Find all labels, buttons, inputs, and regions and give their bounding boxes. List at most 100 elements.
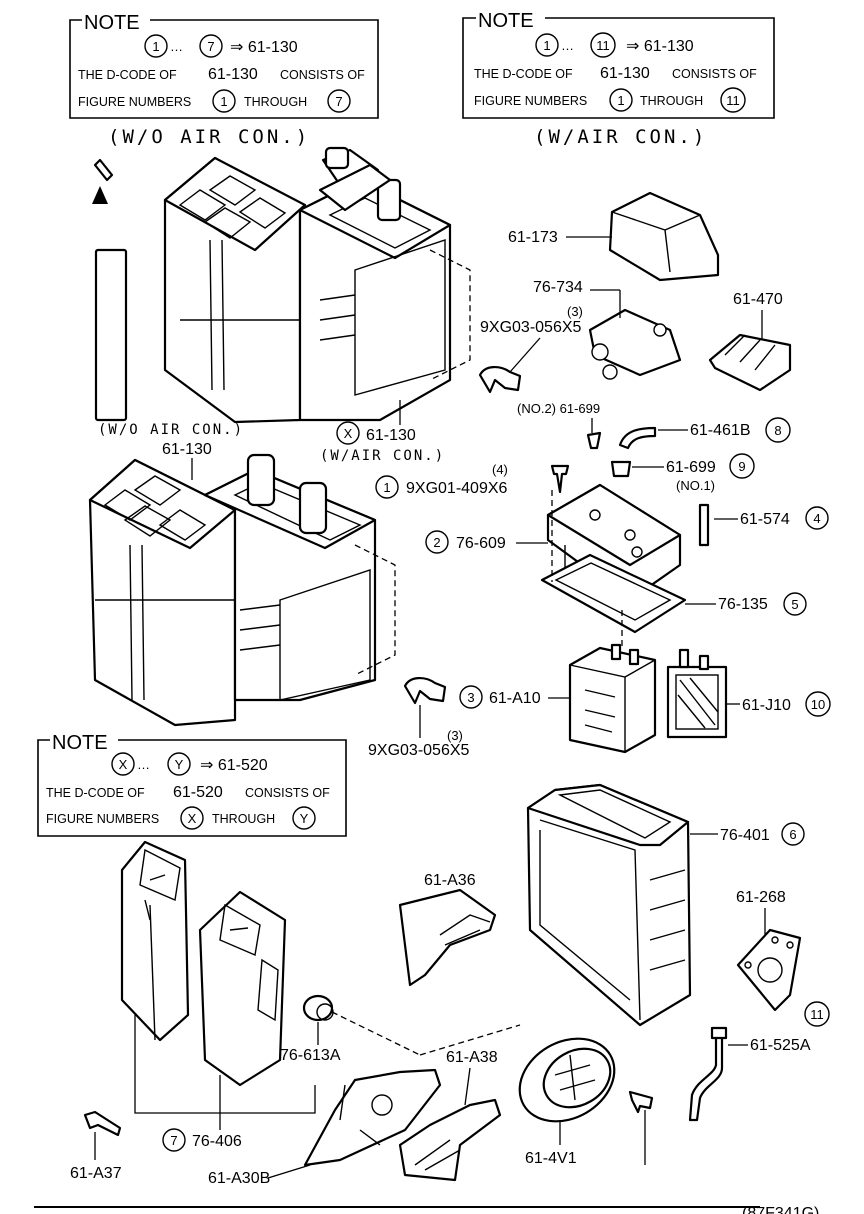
- label-61-a36: 61-A36: [424, 872, 476, 889]
- clip-top: [478, 366, 522, 394]
- note-line2-to: 11: [726, 93, 740, 108]
- figure-code: (87F341G): [742, 1205, 819, 1214]
- note-range-to: 11: [596, 38, 610, 53]
- note-line1-code: 61-130: [208, 66, 258, 83]
- actuator-76-613a: 76-613A: [280, 994, 521, 1064]
- note-line2-mid: THROUGH: [640, 94, 703, 108]
- duct-left: [120, 840, 190, 1042]
- note-line1-a: THE D-CODE OF: [474, 67, 573, 81]
- label-61-130: 61-130: [366, 427, 416, 444]
- note-title: NOTE: [84, 12, 140, 34]
- label-61-a37: 61-A30B: [208, 1170, 270, 1187]
- label-9xg03-mid: 9XG03-056X5: [368, 742, 470, 759]
- evaporator-61-a10: 3 61-A10: [459, 643, 657, 754]
- marker-x: X: [344, 426, 353, 441]
- note-line1-b: CONSISTS OF: [280, 68, 365, 82]
- duct-right: [198, 890, 287, 1087]
- note-line2-to: Y: [300, 811, 309, 826]
- note-arrow-target: ⇒ 61-130: [230, 39, 298, 56]
- bracket-61-470: 61-470: [708, 291, 792, 392]
- caption-w-air-con: (W/AIR CON.): [534, 126, 707, 148]
- callout-76-406: 7 76-406: [162, 1128, 242, 1152]
- callout-61-699-no2: (NO.2) 61-699: [517, 401, 602, 450]
- caption-wo-air-con: (W/O AIR CON.): [108, 126, 310, 148]
- caption-wo-air-con-mid: (W/O AIR CON.): [98, 422, 244, 438]
- label-76-609: 76-609: [456, 535, 506, 552]
- note-line1-a: THE D-CODE OF: [78, 68, 177, 82]
- note-line1-code: 61-520: [173, 784, 223, 801]
- marker-4: 4: [813, 511, 820, 526]
- note-title: NOTE: [478, 10, 534, 32]
- hose-61-461b: 61-461B 8: [618, 417, 791, 450]
- marker-2: 2: [433, 535, 440, 550]
- label-61-699-no1: 61-699: [666, 459, 716, 476]
- arrow-up-icon: [92, 186, 108, 204]
- marker-6: 6: [789, 827, 796, 842]
- label-76-135: 76-135: [718, 596, 768, 613]
- note-line2-a: FIGURE NUMBERS: [46, 812, 159, 826]
- note-arrow-target: ⇒ 61-520: [200, 757, 268, 774]
- label-76-613a: 76-613A: [280, 1047, 341, 1064]
- label-76-406: 76-406: [192, 1133, 242, 1150]
- heater-unit-mid: [88, 453, 396, 727]
- note-line2-a: FIGURE NUMBERS: [474, 94, 587, 108]
- gasket-76-135: 76-135 5: [540, 553, 807, 634]
- note-range-from: 1: [543, 38, 550, 53]
- marker-1: 1: [383, 480, 390, 495]
- label-76-734-qty: (3): [567, 304, 583, 319]
- marker-8: 8: [774, 423, 781, 438]
- cover-76-609: 2 76-609: [425, 483, 682, 602]
- screw-61-4v1: [628, 1090, 654, 1165]
- label-61-a30b: 61-4V1: [525, 1150, 577, 1167]
- label-61-a10: 61-A10: [489, 690, 541, 707]
- note-title: NOTE: [52, 732, 108, 754]
- gasket-61-268: 61-268: [736, 889, 802, 1012]
- valve-76-734: 76-734 (3): [533, 279, 682, 380]
- clip-mid: [403, 677, 447, 705]
- note-box-w-air-con: NOTE 1 … 11 ⇒ 61-130 THE D-CODE OF 61-13…: [462, 10, 775, 119]
- note-line2-from: 1: [220, 94, 227, 109]
- label-9xg01-qty: (4): [492, 462, 508, 477]
- note-line1-a: THE D-CODE OF: [46, 786, 145, 800]
- label-61-461b: 61-461B: [690, 422, 751, 439]
- screw-9xg01: (4) 1 9XG01-409X6: [375, 462, 570, 499]
- marker-9: 9: [738, 459, 745, 474]
- label-9xg03-top: 9XG03-056X5: [480, 319, 582, 336]
- note-line2-to: 7: [335, 94, 342, 109]
- marker-10: 10: [811, 697, 825, 712]
- note-range-sep: …: [137, 757, 150, 772]
- label-61-173: 61-173: [508, 229, 558, 246]
- clip-61-j08: 61-A37: [70, 1110, 122, 1182]
- note-line1-b: CONSISTS OF: [245, 786, 330, 800]
- note-range-to: Y: [175, 757, 184, 772]
- label-61-470: 61-470: [733, 291, 783, 308]
- note-box-wo-air-con: NOTE 1 … 7 ⇒ 61-130 THE D-CODE OF 61-130…: [69, 12, 379, 119]
- heater-unit-top: [92, 146, 471, 424]
- marker-11: 11: [810, 1007, 824, 1022]
- label-61-574: 61-574: [740, 511, 790, 528]
- label-61-j08: 61-A37: [70, 1165, 122, 1182]
- note-line2-from: X: [188, 811, 197, 826]
- label-no1: (NO.1): [676, 478, 715, 493]
- note-range-sep: …: [170, 39, 183, 54]
- callout-61-130-x: X 61-130: [336, 400, 416, 445]
- note-range-from: X: [119, 757, 128, 772]
- heater-core-61-j10: 61-J10 10: [666, 648, 831, 739]
- label-9xg03-mid-qty: (3): [447, 728, 463, 743]
- note-line2-mid: THROUGH: [244, 95, 307, 109]
- cover-61-173: 61-173: [508, 191, 720, 282]
- label-61-j10: 61-J10: [742, 697, 791, 714]
- note-line2-mid: THROUGH: [212, 812, 275, 826]
- label-61-268: 61-268: [736, 889, 786, 906]
- note-box-61-520: NOTE X … Y ⇒ 61-520 THE D-CODE OF 61-520…: [37, 732, 347, 837]
- note-line1-code: 61-130: [600, 65, 650, 82]
- case-76-401: 76-401 6: [526, 783, 805, 1027]
- note-arrow-target: ⇒ 61-130: [626, 38, 694, 55]
- note-line2-from: 1: [617, 93, 624, 108]
- note-line2-a: FIGURE NUMBERS: [78, 95, 191, 109]
- label-76-401: 76-401: [720, 827, 770, 844]
- lever-61-a38: 61-A38: [398, 1049, 502, 1182]
- note-range-sep: …: [561, 38, 574, 53]
- bracket-61-a36: 61-A36: [398, 872, 497, 987]
- door-61-a37: 61-A30B: [208, 1068, 442, 1187]
